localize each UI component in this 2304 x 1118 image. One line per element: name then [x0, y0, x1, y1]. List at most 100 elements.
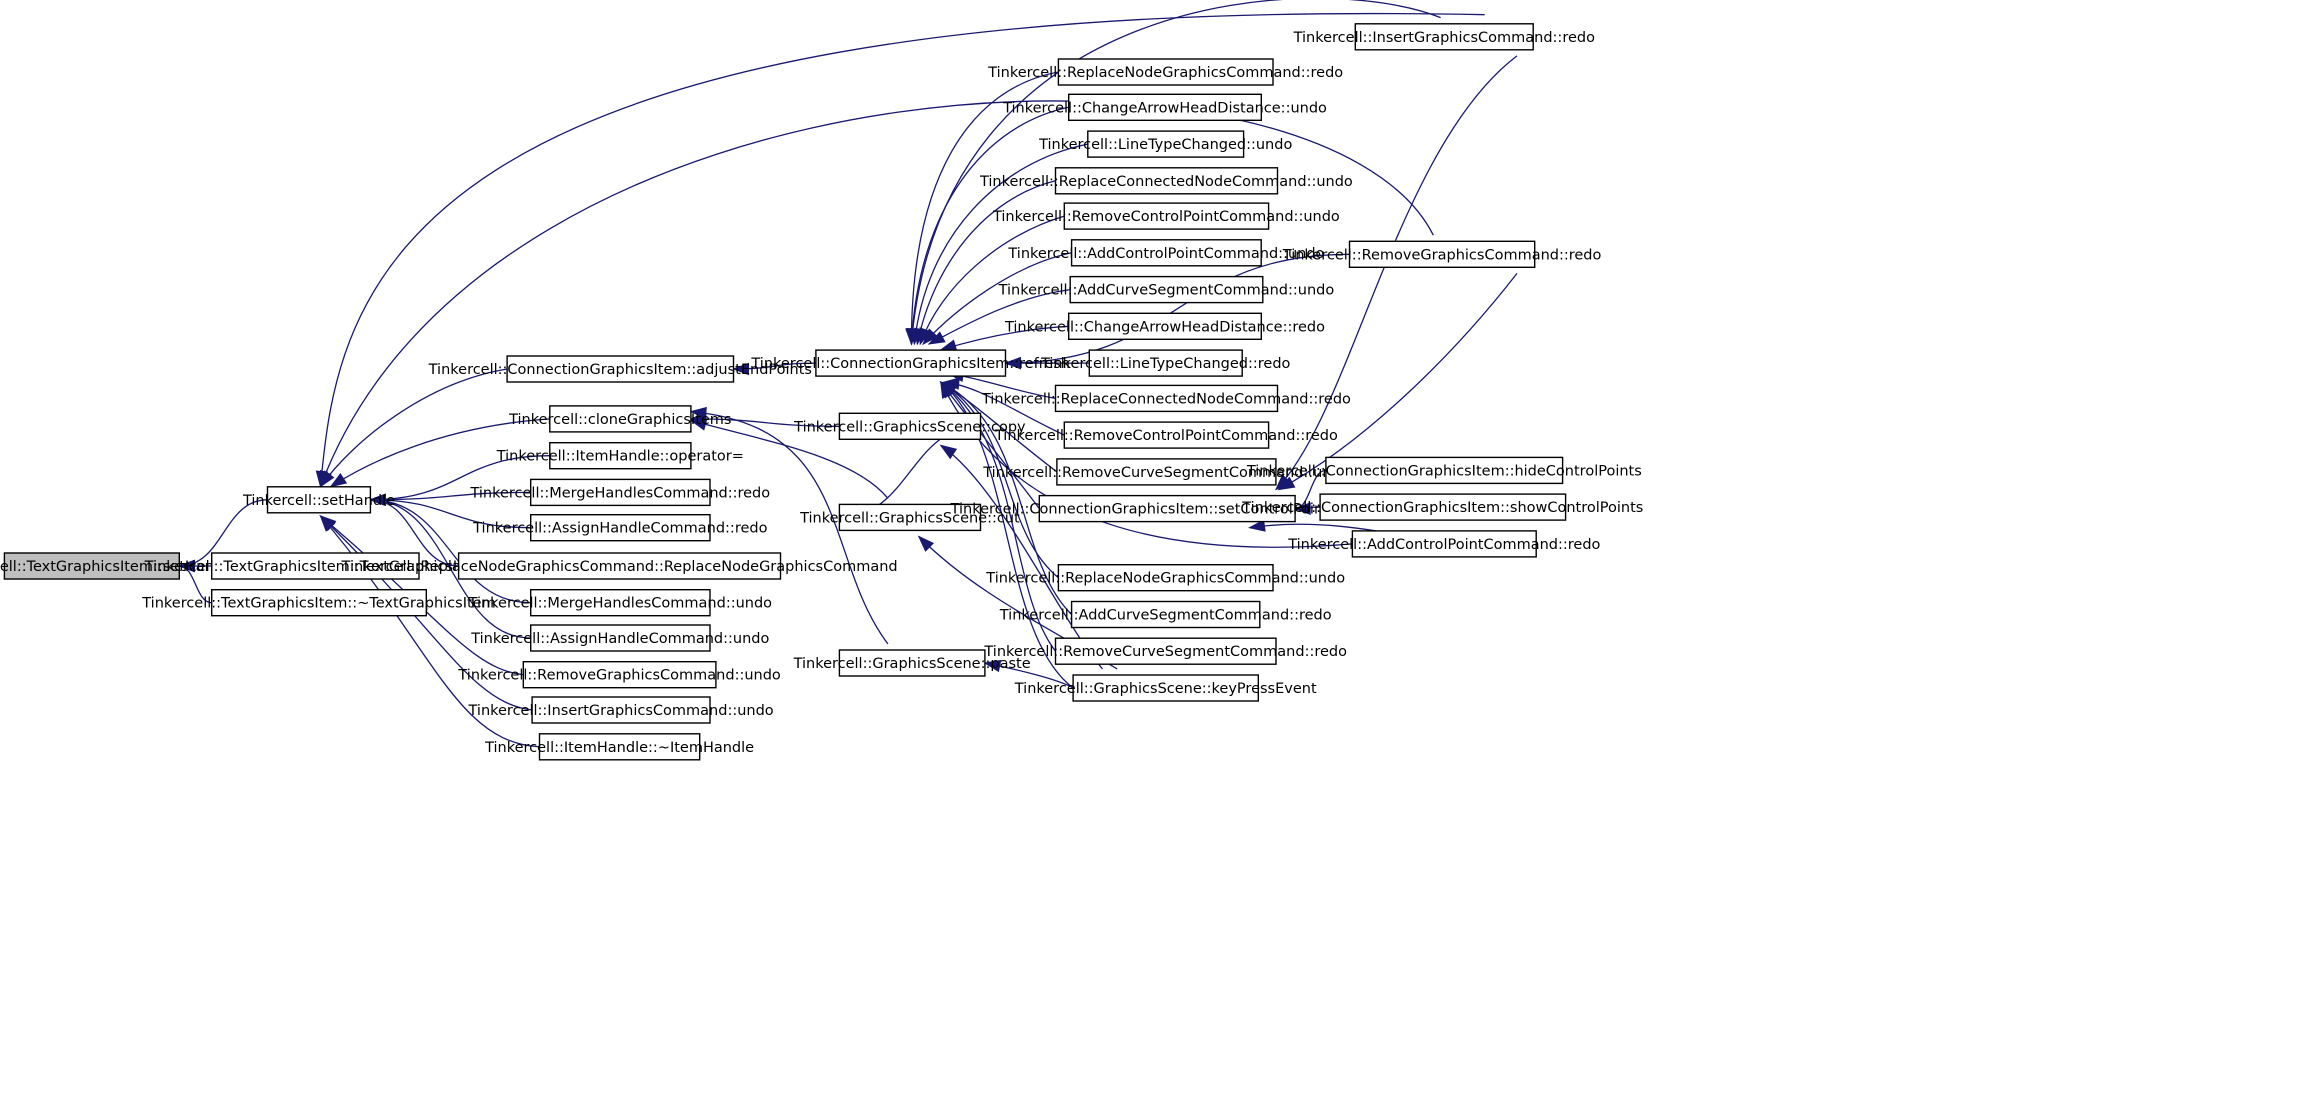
node-label: Tinkercell::ConnectionGraphicsItem::setC…	[950, 502, 1384, 518]
node-label: Tinkercell::GraphicsScene::cut	[799, 510, 1020, 526]
graph-node-n6[interactable]: Tinkercell::ItemHandle::operator=	[496, 442, 744, 470]
node-label: Tinkercell::GraphicsScene::paste	[793, 656, 1031, 672]
edge-line	[919, 215, 1065, 345]
graph-node-n16[interactable]: Tinkercell::GraphicsScene::copy	[793, 412, 1026, 440]
graph-edge-n19-n32	[1274, 55, 1518, 491]
node-box	[1088, 349, 1243, 377]
graph-node-n27[interactable]: Tinkercell::ChangeArrowHeadDistance::red…	[1004, 312, 1325, 340]
graph-node-n21[interactable]: Tinkercell::ChangeArrowHeadDistance::und…	[1002, 93, 1327, 122]
node-box	[1054, 637, 1277, 665]
node-box	[266, 486, 372, 514]
node-label: Tinkercell::TextGraphicsItem::setHandle	[0, 559, 236, 575]
node-box	[1070, 600, 1261, 629]
edge-line	[916, 180, 1056, 345]
node-box	[530, 478, 711, 507]
node-label: Tinkercell::RemoveCurveSegmentCommand::r…	[983, 644, 1347, 660]
node-box	[1325, 456, 1564, 485]
node-box	[1087, 130, 1245, 158]
edge-line	[940, 381, 1073, 615]
edge-arrowhead	[319, 514, 336, 532]
graph-node-n19[interactable]: Tinkercell::InsertGraphicsCommand::redo	[1293, 23, 1595, 51]
graph-node-n22[interactable]: Tinkercell::LineTypeChanged::undo	[1038, 130, 1292, 158]
graph-node-n10[interactable]: Tinkercell::MergeHandlesCommand::undo	[468, 589, 773, 617]
graph-edge-n39-n32	[1293, 502, 1321, 515]
node-box	[1038, 494, 1296, 523]
graph-node-n34[interactable]: Tinkercell::AddCurveSegmentCommand::redo	[999, 600, 1332, 629]
node-box	[1072, 674, 1259, 702]
graph-node-n15[interactable]: Tinkercell::ConnectionGraphicsItem::refr…	[750, 349, 1070, 377]
edge-arrowhead	[927, 331, 946, 345]
graph-node-n20[interactable]: Tinkercell::ReplaceNodeGraphicsCommand::…	[987, 58, 1343, 86]
graph-node-n31[interactable]: Tinkercell::RemoveCurveSegmentCommand::u…	[982, 458, 1350, 486]
graph-node-n24[interactable]: Tinkercell::RemoveControlPointCommand::u…	[992, 202, 1340, 230]
node-label: Tinkercell::setHandle	[242, 493, 395, 509]
graph-node-n14[interactable]: Tinkercell::ItemHandle::~ItemHandle	[484, 733, 754, 761]
graph-node-n12[interactable]: Tinkercell::RemoveGraphicsCommand::undo	[457, 661, 781, 689]
node-box	[1057, 564, 1274, 592]
graph-node-n38[interactable]: Tinkercell::ConnectionGraphicsItem::hide…	[1246, 456, 1642, 485]
edge-arrowhead	[1293, 502, 1311, 515]
graph-node-n17[interactable]: Tinkercell::GraphicsScene::cut	[799, 503, 1020, 532]
graph-node-n26[interactable]: Tinkercell::AddCurveSegmentCommand::undo	[998, 275, 1335, 304]
graph-edge-n5-n1	[329, 418, 550, 488]
graph-node-n33[interactable]: Tinkercell::ReplaceNodeGraphicsCommand::…	[985, 564, 1345, 592]
edge-line	[940, 381, 1057, 652]
graph-edge-n17-n5	[689, 418, 889, 499]
node-box	[538, 733, 701, 761]
graph-node-n4[interactable]: Tinkercell::ConnectionGraphicsItem::adju…	[428, 355, 812, 383]
node-label: Tinkercell::ItemHandle::operator=	[496, 449, 744, 465]
graph-node-n13[interactable]: Tinkercell::InsertGraphicsCommand::undo	[468, 696, 774, 724]
node-box	[549, 442, 692, 470]
graph-node-n29[interactable]: Tinkercell::ReplaceConnectedNodeCommand:…	[981, 384, 1351, 413]
edge-arrowhead	[689, 418, 708, 431]
node-box	[1056, 458, 1277, 486]
graph-edge-n11-n1	[368, 493, 531, 639]
graph-node-n0[interactable]: Tinkercell::TextGraphicsItem::setHandle	[0, 552, 236, 580]
graph-node-n1[interactable]: Tinkercell::setHandle	[242, 486, 395, 514]
node-label: Tinkercell::GraphicsScene::keyPressEvent	[1014, 681, 1317, 697]
node-label: Tinkercell::GraphicsScene::copy	[793, 419, 1026, 435]
node-label: Tinkercell::ConnectionGraphicsItem::adju…	[428, 362, 812, 378]
graph-node-n23[interactable]: Tinkercell::ReplaceConnectedNodeCommand:…	[979, 167, 1353, 195]
graph-node-n28[interactable]: Tinkercell::LineTypeChanged::redo	[1040, 349, 1291, 377]
edge-line	[690, 410, 889, 645]
edge-arrowhead	[689, 406, 707, 420]
edge-line	[913, 143, 1088, 345]
graph-edge-n36-n18	[983, 659, 1074, 689]
edge-line	[1005, 253, 1350, 364]
graph-node-n7[interactable]: Tinkercell::MergeHandlesCommand::redo	[469, 478, 770, 507]
edge-arrowhead	[939, 444, 958, 460]
graph-node-n9[interactable]: Tinkercell::ReplaceNodeGraphicsCommand::…	[341, 552, 898, 580]
graph-node-n36[interactable]: Tinkercell::GraphicsScene::keyPressEvent	[1014, 674, 1317, 702]
graph-node-n37[interactable]: Tinkercell::RemoveGraphicsCommand::redo	[1282, 240, 1602, 269]
graph-node-n8[interactable]: Tinkercell::AssignHandleCommand::redo	[472, 514, 768, 542]
graph-node-n5[interactable]: Tinkercell::cloneGraphicsItems	[508, 405, 731, 433]
graph-edge-n3-n0	[177, 559, 212, 604]
node-label: Tinkercell::RemoveCurveSegmentCommand::u…	[982, 465, 1350, 481]
node-label: Tinkercell::ChangeArrowHeadDistance::und…	[1002, 100, 1327, 116]
edge-line	[690, 419, 889, 499]
edge-line	[370, 491, 531, 501]
graph-node-n25[interactable]: Tinkercell::AddControlPointCommand::undo	[1007, 239, 1325, 267]
graph-node-n11[interactable]: Tinkercell::AssignHandleCommand::undo	[470, 624, 769, 652]
node-box	[210, 589, 428, 617]
graph-node-n32[interactable]: Tinkercell::ConnectionGraphicsItem::setC…	[950, 494, 1384, 523]
graph-node-n39[interactable]: Tinkercell::ConnectionGraphicsItem::show…	[1241, 493, 1643, 521]
node-box	[530, 589, 711, 617]
node-label: Tinkercell::RemoveGraphicsCommand::undo	[457, 668, 781, 684]
edge-line	[370, 455, 550, 501]
graph-node-n30[interactable]: Tinkercell::RemoveControlPointCommand::r…	[994, 421, 1338, 449]
node-label: Tinkercell::RemoveControlPointCommand::u…	[992, 209, 1340, 225]
graph-node-n2[interactable]: Tinkercell::TextGraphicsItem::TextGraphi…	[144, 552, 486, 580]
edge-line	[319, 13, 1485, 487]
edge-line	[910, 106, 1069, 345]
node-box	[1063, 421, 1270, 449]
graph-node-n40[interactable]: Tinkercell::AddControlPointCommand::redo	[1287, 530, 1601, 558]
node-box	[1067, 93, 1262, 122]
graph-node-n18[interactable]: Tinkercell::GraphicsScene::paste	[793, 649, 1031, 677]
node-label: Tinkercell::cloneGraphicsItems	[508, 412, 731, 428]
graph-node-n35[interactable]: Tinkercell::RemoveCurveSegmentCommand::r…	[983, 637, 1347, 665]
graph-node-n3[interactable]: Tinkercell::TextGraphicsItem::~TextGraph…	[141, 589, 496, 617]
node-box	[549, 405, 692, 433]
node-label: Tinkercell::ItemHandle::~ItemHandle	[484, 740, 754, 756]
